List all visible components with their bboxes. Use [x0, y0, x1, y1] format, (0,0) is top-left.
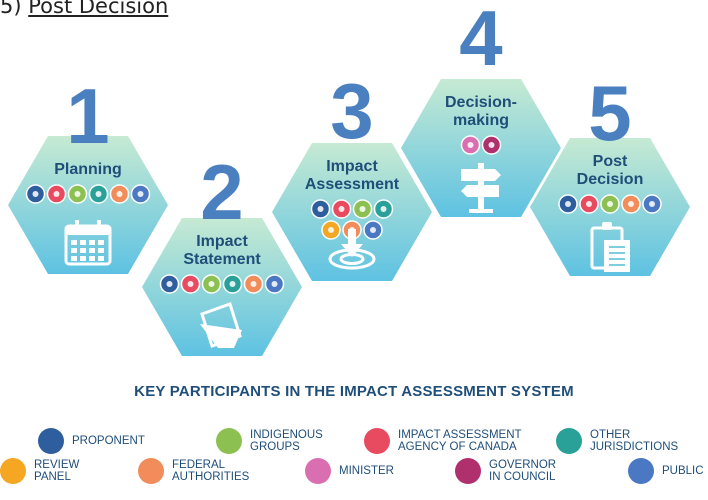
- legend-agency: IMPACT ASSESSMENT AGENCY OF CANADA: [364, 428, 522, 454]
- legend-federal: FEDERAL AUTHORITIES: [138, 458, 249, 484]
- calendar-icon: [64, 220, 112, 266]
- step-label: Impact: [196, 233, 248, 250]
- step-label: Post: [593, 153, 628, 170]
- page-title: 5) Post Decision: [0, 0, 168, 18]
- step-number: 1: [66, 72, 109, 160]
- agency-icon: [364, 428, 390, 454]
- legend-label: MINISTER: [339, 465, 394, 477]
- key-participants-title: KEY PARTICIPANTS IN THE IMPACT ASSESSMEN…: [134, 383, 574, 400]
- legend-governor: GOVERNOR IN COUNCIL: [455, 458, 556, 484]
- indigenous-icon: [216, 428, 242, 454]
- legend-minister: MINISTER: [305, 458, 394, 484]
- legend-jurisdictions: OTHER JURISDICTIONS: [556, 428, 678, 454]
- step-label: Decision-: [445, 94, 517, 111]
- governor-icon: [455, 458, 481, 484]
- step-label: Impact: [326, 158, 378, 175]
- step-hexagon: [8, 136, 168, 274]
- legend-label: FEDERAL AUTHORITIES: [172, 459, 250, 483]
- legend-review: REVIEW PANEL: [0, 458, 79, 484]
- step-label: Decision: [577, 171, 644, 188]
- legend-label: PUBLIC: [662, 465, 704, 477]
- step-number: 4: [459, 0, 502, 82]
- step-label: making: [453, 112, 509, 129]
- minister-icon: [305, 458, 331, 484]
- public-icon: [628, 458, 654, 484]
- review-icon: [0, 458, 26, 484]
- title-text: Post Decision: [28, 0, 169, 18]
- legend-label: GOVERNOR IN COUNCIL: [489, 459, 557, 483]
- proponent-icon: [38, 428, 64, 454]
- legend-public: PUBLIC: [628, 458, 704, 484]
- step-label: Planning: [54, 161, 122, 178]
- step-hexagon: [142, 218, 302, 356]
- legend-indigenous: INDIGENOUS GROUPS: [216, 428, 323, 454]
- step-label: Statement: [183, 251, 261, 268]
- step-hexagon: [272, 143, 432, 281]
- legend-proponent: PROPONENT: [38, 428, 145, 454]
- step-number: 3: [330, 67, 373, 155]
- step-hexagon: [401, 79, 561, 217]
- step-label: Assessment: [305, 176, 400, 193]
- jurisdictions-icon: [556, 428, 582, 454]
- signpost-icon: [461, 163, 501, 213]
- legend-label: PROPONENT: [72, 435, 145, 447]
- legend-label: REVIEW PANEL: [34, 459, 80, 483]
- legend-label: IMPACT ASSESSMENT AGENCY OF CANADA: [398, 429, 522, 453]
- legend-label: INDIGENOUS GROUPS: [250, 429, 323, 453]
- legend-label: OTHER JURISDICTIONS: [590, 429, 679, 453]
- documents-icon: [200, 302, 242, 348]
- clipboard-icon: [590, 222, 630, 272]
- title-prefix: 5): [0, 0, 29, 18]
- step-number: 2: [200, 148, 243, 236]
- target-icon: [328, 229, 376, 270]
- step-number: 5: [588, 69, 631, 157]
- federal-icon: [138, 458, 164, 484]
